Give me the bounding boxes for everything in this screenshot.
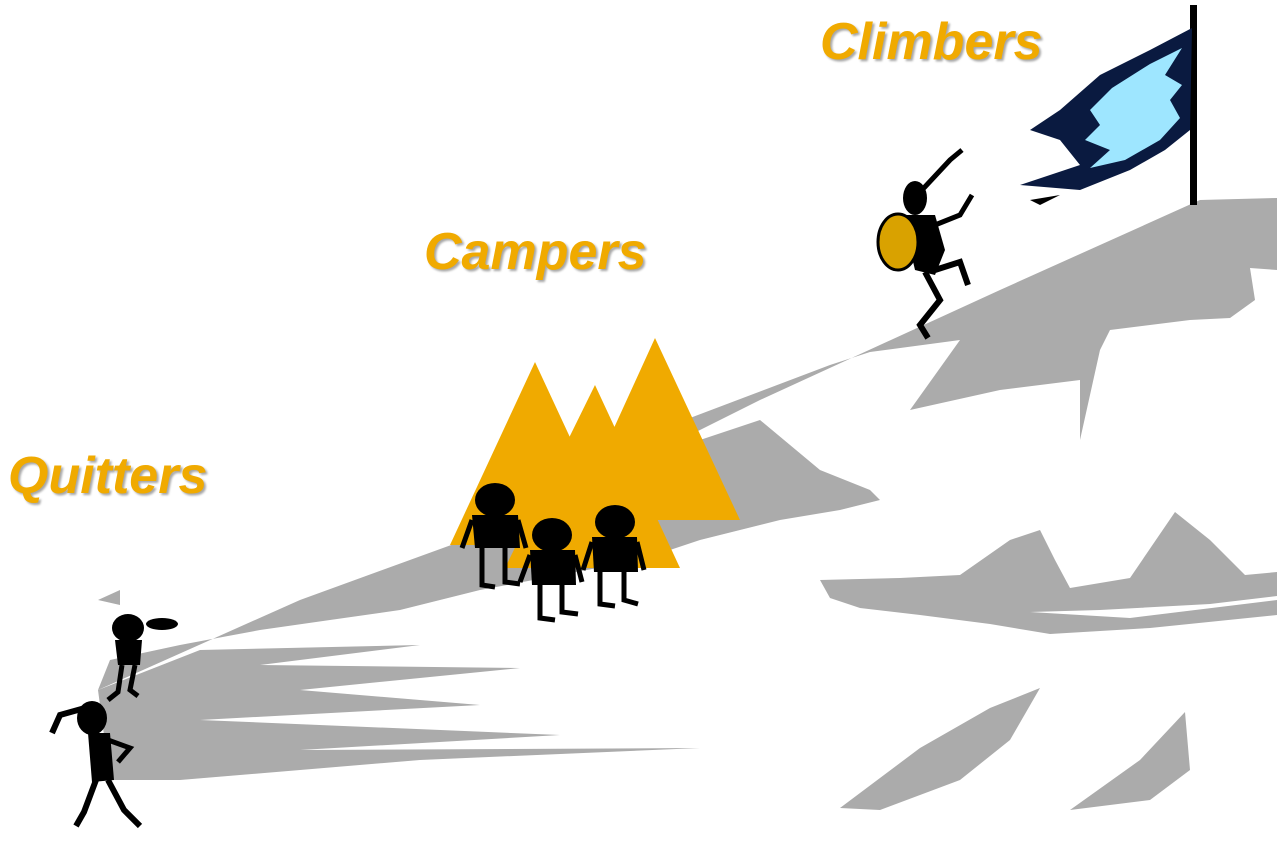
camper-arms — [459, 519, 529, 549]
mountain-streak — [98, 590, 120, 605]
quitter-legs — [73, 778, 143, 829]
quitter-figure — [106, 614, 178, 702]
camper-head — [595, 505, 635, 539]
quitter-arm-hip — [107, 737, 135, 764]
mountain-streak — [98, 645, 700, 780]
label-climbers: Climbers — [820, 13, 1043, 71]
camper-body — [592, 537, 638, 572]
climber-backpack — [876, 212, 920, 272]
climber-arm-reach — [934, 193, 975, 228]
quitter-body — [115, 640, 142, 665]
camper-head — [532, 518, 572, 552]
climber-head — [903, 181, 927, 215]
quitter-arm-shading — [49, 705, 86, 735]
camper-head — [475, 483, 515, 517]
quitter-legs — [106, 664, 140, 702]
camper-legs — [479, 548, 521, 590]
flag-icon — [1020, 5, 1197, 205]
mountain-ridge — [1070, 712, 1190, 810]
camper-body — [530, 550, 576, 585]
camper-legs — [597, 572, 639, 609]
flag-pole — [1190, 5, 1197, 205]
camper-body — [472, 515, 520, 548]
flag-highlight — [1085, 48, 1182, 168]
camper-figure — [459, 483, 529, 590]
mountain-ridge — [820, 512, 1277, 634]
mountain-ridge — [840, 688, 1040, 810]
quitter-speech — [146, 618, 178, 630]
camper-legs — [537, 585, 579, 623]
camper-figure — [517, 518, 585, 623]
camper-figure — [580, 505, 647, 609]
label-quitters: Quitters — [8, 447, 208, 505]
climber-arm-raised — [920, 148, 964, 192]
camper-arms — [517, 554, 585, 583]
climber-figure — [876, 148, 975, 340]
quitter-head — [112, 614, 144, 642]
quitter-body — [88, 733, 114, 782]
flag-streak — [1030, 195, 1060, 205]
quitter-figure — [49, 701, 143, 829]
camper-arms — [580, 541, 647, 571]
climber-leg-front — [934, 258, 971, 286]
label-campers: Campers — [424, 223, 647, 281]
climber-leg-back — [916, 270, 944, 340]
